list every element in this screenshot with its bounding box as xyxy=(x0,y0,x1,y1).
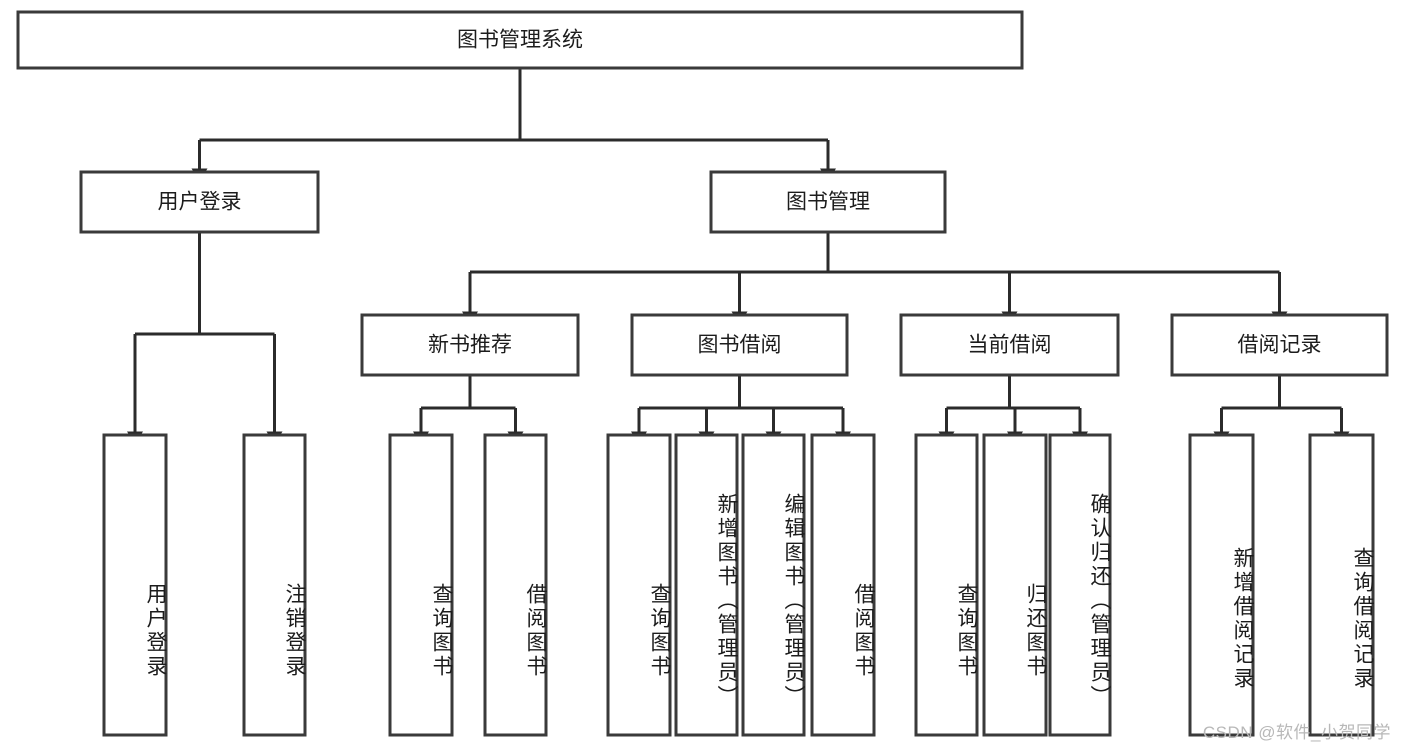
node-level3-0[interactable]: 新书推荐 xyxy=(360,313,580,377)
leaf-node-0[interactable] xyxy=(102,433,168,737)
node-level2-0[interactable]: 用户登录 xyxy=(79,170,320,234)
csdn-watermark: CSDN @软件_小贺同学 xyxy=(1202,723,1391,742)
node-label: 图书管理系统 xyxy=(457,29,583,52)
node-label: 图书管理 xyxy=(786,191,870,214)
node-label: 图书借阅 xyxy=(698,334,782,357)
leaf-node-4[interactable] xyxy=(606,433,672,737)
leaf-node-10[interactable] xyxy=(1048,433,1112,737)
leaf-node-3[interactable] xyxy=(483,433,548,737)
leaf-node-9[interactable] xyxy=(982,433,1048,737)
leaf-node-8[interactable] xyxy=(914,433,979,737)
leaf-node-1[interactable] xyxy=(242,433,307,737)
node-root-图书管理系统[interactable]: 图书管理系统 xyxy=(16,10,1024,70)
node-level2-1[interactable]: 图书管理 xyxy=(709,170,947,234)
node-level3-3[interactable]: 借阅记录 xyxy=(1170,313,1389,377)
leaf-node-6[interactable] xyxy=(741,433,806,737)
node-level3-2[interactable]: 当前借阅 xyxy=(899,313,1120,377)
leaf-node-12[interactable] xyxy=(1308,433,1375,737)
node-level3-1[interactable]: 图书借阅 xyxy=(630,313,849,377)
node-label: 新书推荐 xyxy=(428,334,512,357)
connector-lines xyxy=(127,68,1350,445)
node-label: 借阅记录 xyxy=(1238,334,1322,357)
leaf-node-11[interactable] xyxy=(1188,433,1255,737)
node-label: 当前借阅 xyxy=(968,334,1052,357)
leaf-node-5[interactable] xyxy=(674,433,739,737)
node-label: 用户登录 xyxy=(158,191,242,214)
leaf-node-7[interactable] xyxy=(810,433,876,737)
leaf-node-2[interactable] xyxy=(388,433,454,737)
